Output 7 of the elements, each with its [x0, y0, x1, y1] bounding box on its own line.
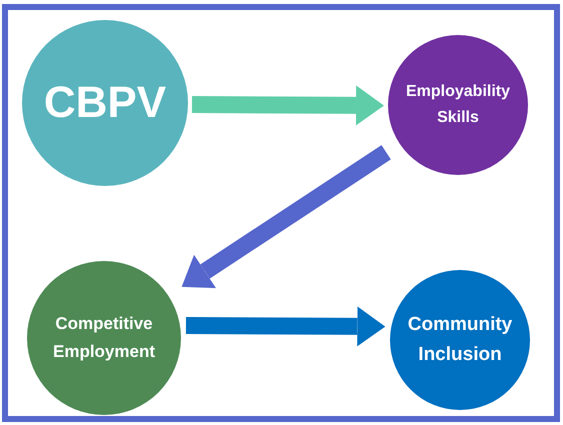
node-label: Employability Skills [404, 82, 512, 128]
node-label: Community Inclusion [406, 313, 514, 367]
node-label: Competitive Employment [52, 313, 156, 363]
block-arrow [186, 306, 386, 346]
block-arrow [182, 145, 391, 288]
node-label: CBPV [44, 77, 166, 129]
block-arrow [192, 85, 384, 126]
